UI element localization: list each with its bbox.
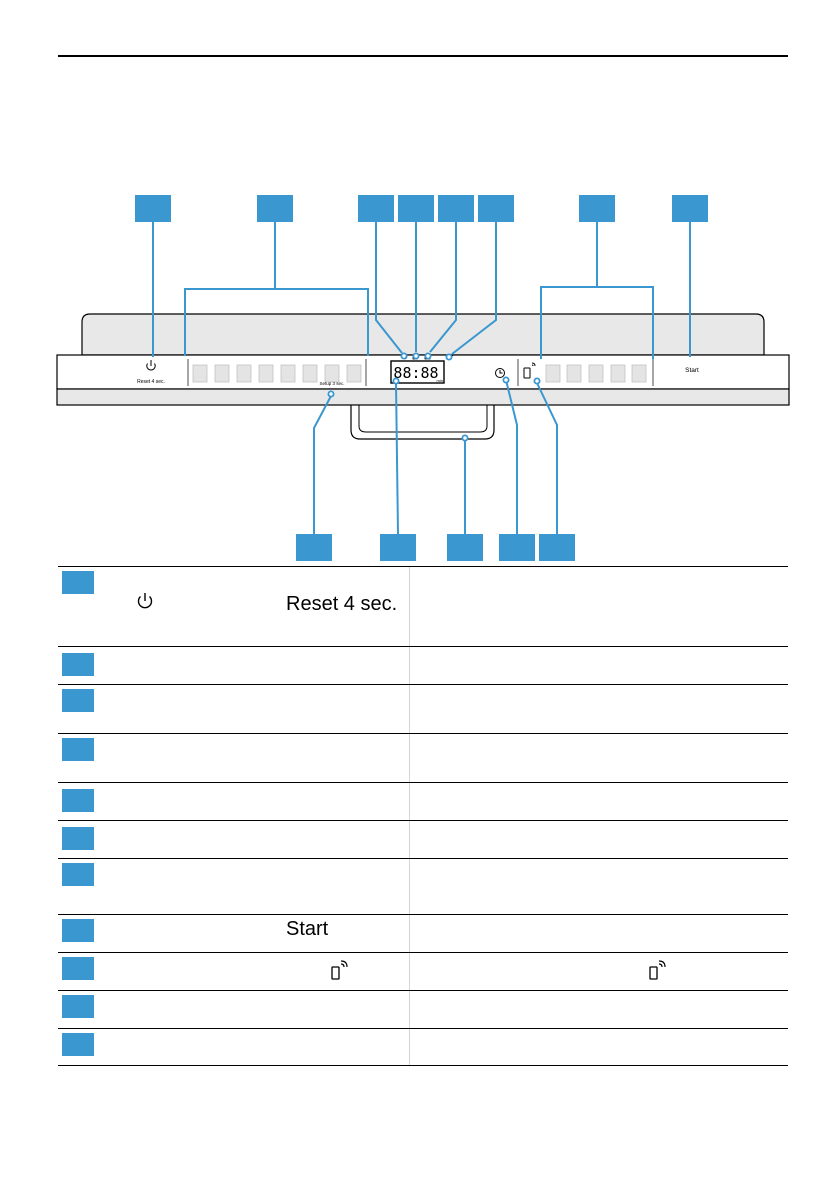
remote-start-icon [649,960,666,980]
panel-reset-label: Reset 4 sec. [137,379,165,385]
legend-row [58,991,788,1029]
legend-number-box [62,1033,94,1056]
display-unit: min [437,378,443,383]
legend-number-box [62,789,94,812]
top-leader-lines [152,222,691,359]
legend-row [58,685,788,734]
bottom-leader-dots [327,376,541,442]
legend-row [58,821,788,859]
legend-number-box [62,827,94,850]
panel-back [81,313,765,356]
panel-setup-label: Setup 3 sec. [319,381,344,386]
clock-icon [495,368,505,378]
bottom-leader-lines [313,379,558,535]
display [390,360,445,384]
control-panel-diagram: Reset 4 sec. Setup 3 sec. 88:88 min [56,195,790,561]
legend-number-box [62,738,94,761]
legend-number-box [62,653,94,676]
power-icon [146,360,156,371]
top-rule [58,55,788,57]
legend-row [58,1029,788,1066]
power-icon [137,593,153,609]
legend-table: Reset 4 sec. Start [58,566,788,1066]
panel-strip [56,388,790,406]
legend-reset-text: Reset 4 sec. [286,593,398,615]
legend-start-text: Start [286,918,329,940]
legend-row [58,859,788,915]
top-leader-dots [400,352,453,361]
remote-start-icon [331,960,348,980]
legend-number-box [62,863,94,886]
legend-row [58,783,788,821]
display-digits: 88:88 [393,364,438,382]
panel-start-label: Start [685,367,699,374]
legend-number-box [62,957,94,980]
legend-row [58,734,788,783]
remote-start-icon [523,362,536,379]
legend-number-box [62,689,94,712]
program-buttons-right [517,359,654,386]
top-callouts [135,195,708,222]
legend-row [58,647,788,685]
legend-number-box [62,919,94,942]
bottom-callouts [296,534,575,561]
legend-row: Start [58,915,788,953]
program-buttons-left [187,359,367,386]
legend-row [58,953,788,991]
legend-number-box [62,571,94,594]
legend-number-box [62,995,94,1018]
door-handle [350,405,495,440]
legend-row: Reset 4 sec. [58,567,788,647]
